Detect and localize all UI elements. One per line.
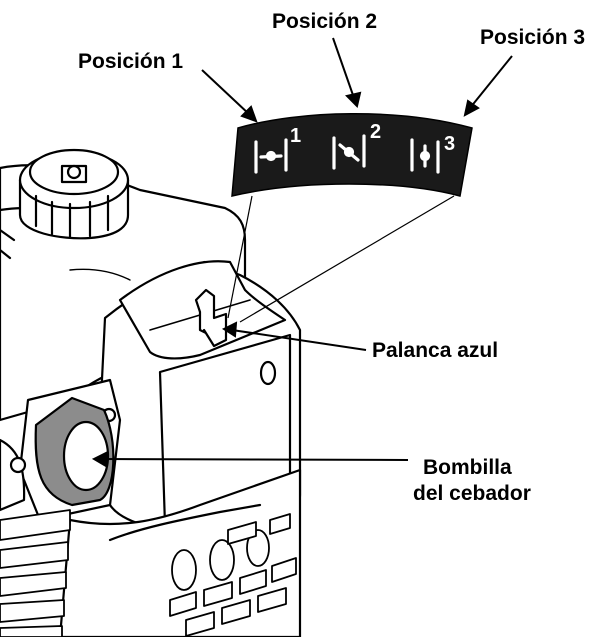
position-3-number: 3 [444,133,455,155]
label-primer-bulb-line-2: del cebador [413,482,531,505]
fuel-cap [18,148,130,240]
position-2-symbol [332,134,366,170]
label-blue-lever: Palanca azul [372,339,498,362]
position-1-symbol [254,138,288,174]
label-position-3: Posición 3 [480,26,585,49]
arrow-position-3 [469,55,513,109]
arrow-position-1 [201,69,251,116]
label-primer-bulb-line-1: Bombilla [423,456,512,479]
position-1-number: 1 [290,125,301,147]
callout-arrows [91,37,513,468]
blue-lever [194,288,228,348]
arrow-position-2 [332,37,355,99]
primer-bulb [34,396,115,507]
choke-position-dial: 1 2 3 [231,113,473,197]
engine-illustration [0,148,302,637]
position-3-symbol [410,138,440,174]
label-position-2: Posición 2 [272,10,377,33]
dial-leader-lines [227,195,455,323]
lower-fins [0,509,71,637]
arrow-primer-bulb [101,458,409,461]
label-position-1: Posición 1 [78,50,183,73]
arrow-blue-lever [231,329,367,351]
position-2-number: 2 [370,121,381,143]
cooling-vents [169,513,297,637]
